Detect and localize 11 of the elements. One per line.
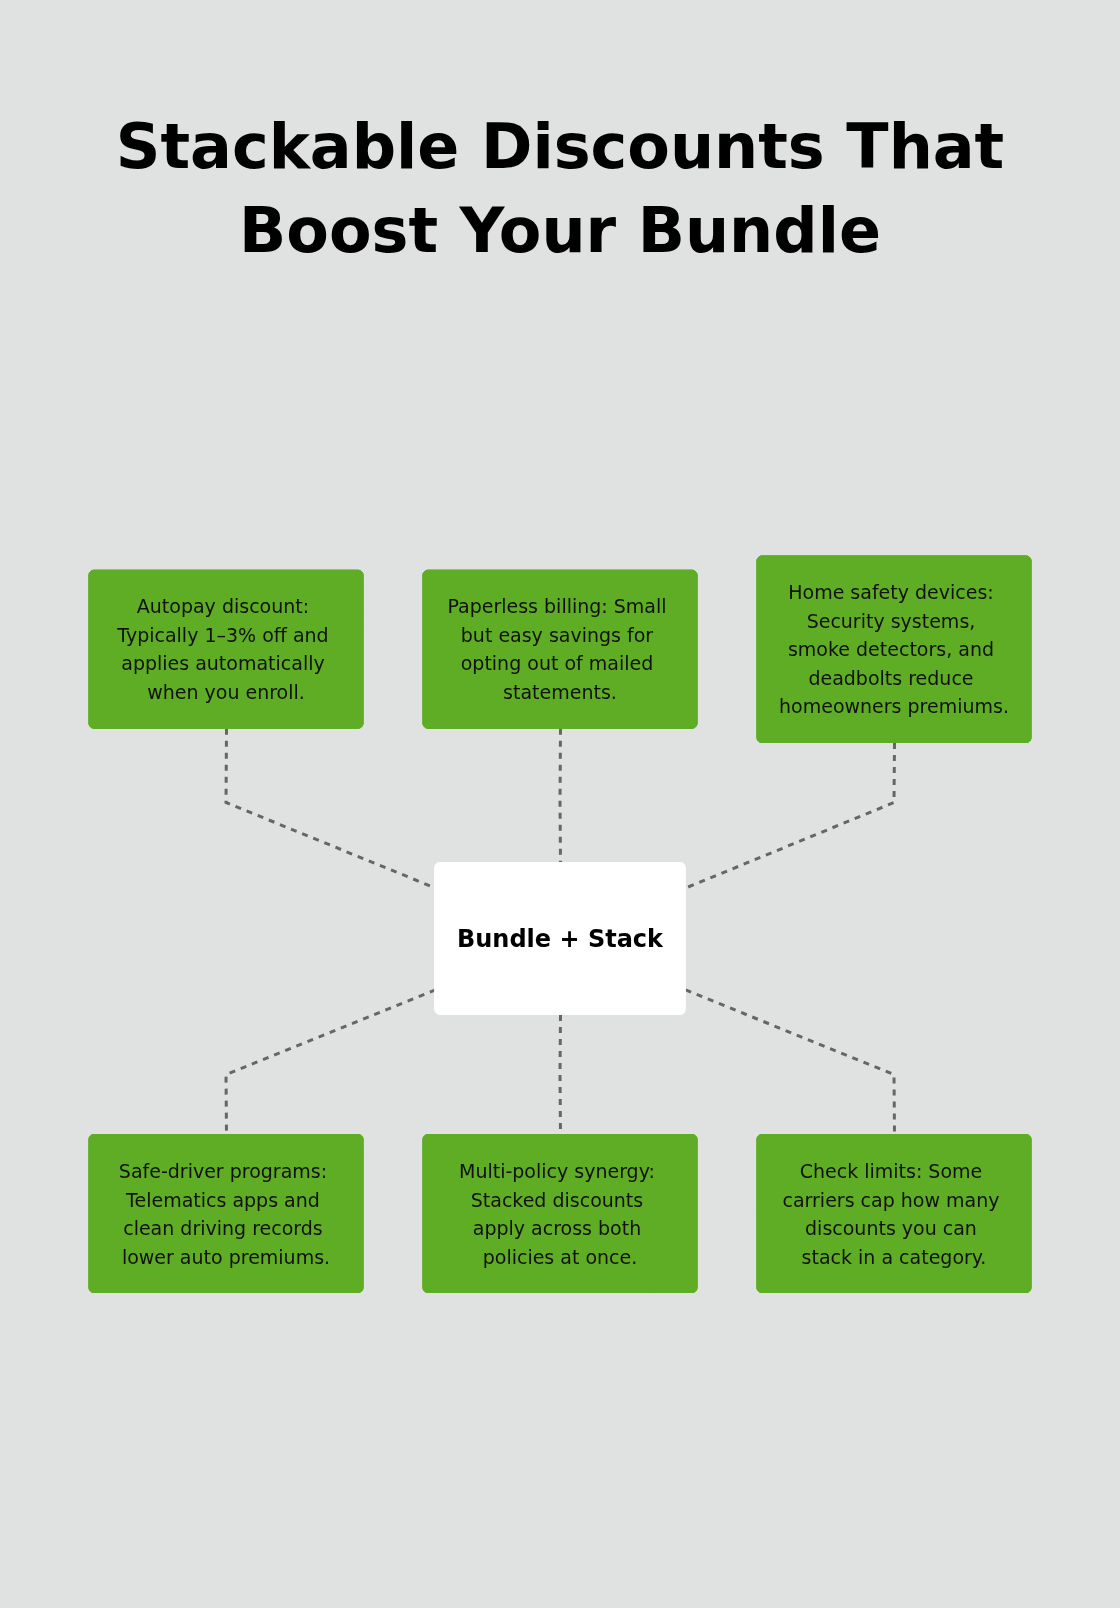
discount-box: Safe-driver programs: Telematics apps and clean driving records lower auto premiums. — [88, 1133, 364, 1293]
title: Stackable Discounts That Boost Your Bundle — [114, 109, 1006, 269]
center-box: Bundle + Stack — [434, 861, 686, 1015]
dashed-connector — [685, 988, 896, 1135]
discount-box: Check limits: Some carriers cap how many discounts you can stack in a category. — [756, 1133, 1032, 1293]
discount-box: Paperless billing: Small but easy savings for opting out of mailed statements. — [422, 569, 698, 729]
discount-box: Autopay discount: Typically 1–3% off and applies automatically when you enroll. — [88, 569, 364, 729]
discount-box: Home safety devices: Security systems, smoke detectors, and deadbolts reduce homeowners premiums. — [756, 555, 1032, 743]
dashed-connector — [558, 728, 562, 863]
dashed-connector — [685, 742, 896, 890]
discount-box: Multi-policy synergy: Stacked discounts apply across both policies at once. — [422, 1133, 698, 1293]
